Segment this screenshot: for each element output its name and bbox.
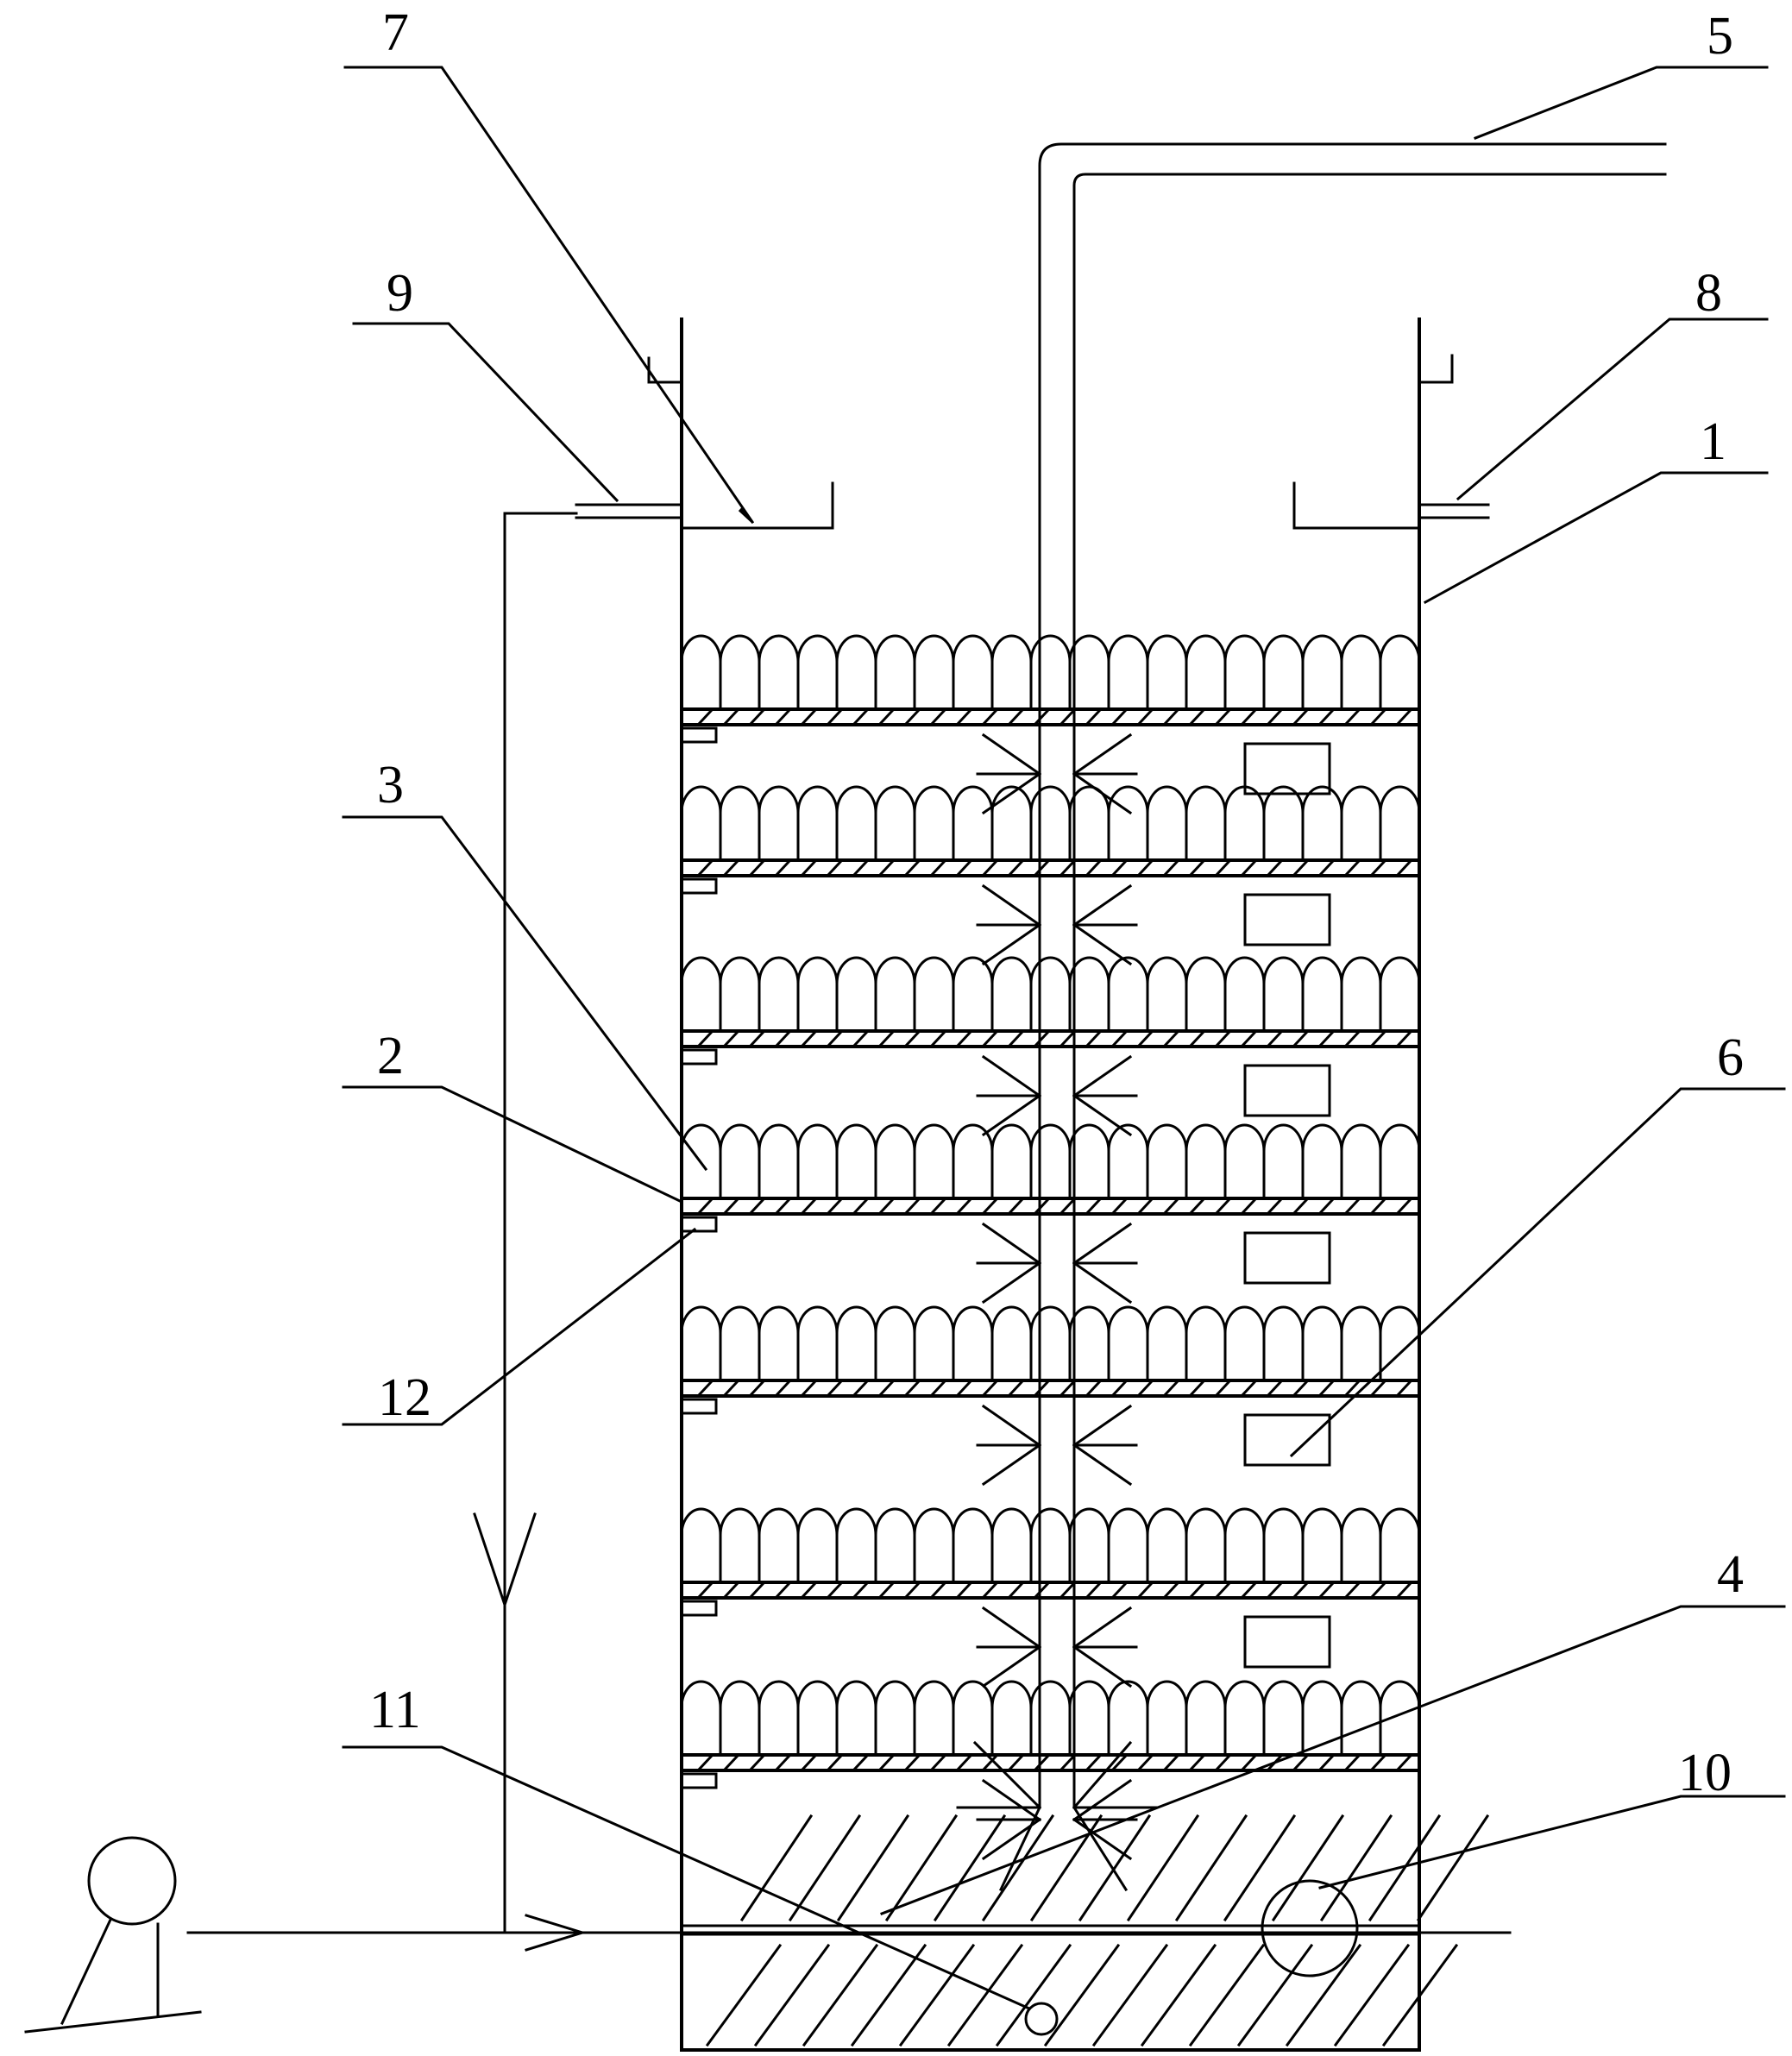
- diffuser-arm: [1072, 1606, 1133, 1650]
- main-inlet-line: [186, 1914, 1512, 1952]
- diffuser-arm: [1072, 1222, 1133, 1266]
- filling-media-arches: [680, 785, 1421, 862]
- diffuser-arm: [981, 922, 1042, 966]
- diffuser-arm: [1072, 922, 1133, 966]
- basket: [1243, 893, 1331, 946]
- support-plate-hatch: [696, 1030, 1412, 1048]
- filling-media-arches: [680, 634, 1421, 711]
- filling-media-arches: [680, 1507, 1421, 1584]
- diffuser-arm: [1072, 883, 1133, 927]
- reflux-pipe: [473, 512, 578, 1934]
- plate-bracket: [680, 1600, 718, 1617]
- media-layers: [680, 634, 1421, 1892]
- diffuser-arm: [1072, 1443, 1133, 1487]
- basket: [1243, 1064, 1331, 1117]
- plate-bracket: [680, 726, 718, 744]
- plate-bracket: [680, 877, 718, 895]
- diffuser-arm: [981, 1054, 1042, 1098]
- label-8: 8: [1695, 264, 1722, 323]
- diffuser-arm: [1072, 1093, 1133, 1137]
- media-layer: [680, 1680, 1421, 1861]
- media-layer: [680, 1305, 1421, 1487]
- label-1: 1: [1700, 412, 1726, 471]
- label-7: 7: [382, 3, 409, 62]
- label-4: 4: [1717, 1545, 1744, 1604]
- bottom-zone: [680, 1814, 1490, 2047]
- label-2: 2: [377, 1027, 404, 1085]
- mud-outlet-large: [1261, 1879, 1359, 1977]
- label-10: 10: [1678, 1744, 1732, 1802]
- support-plate-hatch: [696, 859, 1412, 877]
- diffuser-arm: [981, 1443, 1042, 1487]
- media-layer: [680, 785, 1421, 966]
- bottom-diffuser-arm: [1072, 1805, 1129, 1892]
- filling-media-arches: [680, 1123, 1421, 1200]
- media-layer: [680, 1507, 1421, 1688]
- diffuser-arm: [1072, 1817, 1133, 1861]
- diffuser: [976, 883, 1138, 966]
- media-layer: [680, 956, 1421, 1137]
- outlet-pipe-left: [575, 503, 683, 519]
- support-plate-hatch: [696, 1581, 1412, 1600]
- basket: [1243, 1231, 1331, 1285]
- diffuser-arm: [1072, 1261, 1133, 1305]
- diffuser-arm: [981, 732, 1042, 777]
- plate-bracket: [680, 1772, 718, 1789]
- diffuser-arm: [981, 1093, 1042, 1137]
- label-11: 11: [369, 1681, 421, 1739]
- diffuser-arm: [981, 1404, 1042, 1448]
- diffuser-arm: [981, 1606, 1042, 1650]
- diffuser-arm: [981, 883, 1042, 927]
- diffuser: [976, 1054, 1138, 1137]
- label-5: 5: [1707, 7, 1733, 66]
- diffuser-arm: [1072, 1644, 1133, 1688]
- diffuser-arm: [981, 1778, 1042, 1822]
- basket: [1243, 1615, 1331, 1669]
- label-3: 3: [377, 756, 404, 814]
- bottom-diffuser-arm: [1072, 1740, 1133, 1810]
- sludge-hatching: [705, 1814, 1490, 2047]
- drain-pipe-small: [1024, 2002, 1059, 2036]
- outlet-pipe-right: [1418, 503, 1490, 519]
- filling-media-arches: [680, 956, 1421, 1033]
- filling-media-arches: [680, 1680, 1421, 1757]
- diffuser-arm: [1072, 1404, 1133, 1448]
- diffuser-arm: [1072, 1054, 1133, 1098]
- air-inlet-pipe: [1038, 142, 1667, 1809]
- tank-body: [647, 318, 1454, 2052]
- diffuser: [976, 1404, 1138, 1487]
- filling-media-arches: [680, 1305, 1421, 1382]
- support-plate-hatch: [696, 1198, 1412, 1216]
- support-plate-hatch: [696, 1380, 1412, 1398]
- media-layer: [680, 1123, 1421, 1305]
- plate-bracket: [680, 1216, 718, 1233]
- part-labels: 7 5 9 8 1 3 2 6 12 4 11 10: [369, 3, 1744, 1802]
- basket: [1243, 742, 1331, 795]
- plate-bracket: [680, 1048, 718, 1066]
- bottom-diffuser-arm: [972, 1740, 1042, 1810]
- support-plate-hatch: [696, 708, 1412, 726]
- basket: [1243, 1413, 1331, 1467]
- diffuser: [976, 732, 1138, 815]
- leader-lines: [342, 66, 1786, 2010]
- label-9: 9: [387, 264, 413, 323]
- diffuser-arm: [981, 1222, 1042, 1266]
- bottom-diffuser-arm: [999, 1806, 1041, 1891]
- diffuser-arm: [1072, 1778, 1133, 1822]
- overflow-weirs: [680, 481, 1421, 530]
- diffuser-arm: [981, 1644, 1042, 1688]
- bottom-diffuser: [956, 1740, 1158, 1892]
- support-plate-hatch: [696, 1754, 1412, 1772]
- label-12: 12: [378, 1368, 431, 1427]
- label-6: 6: [1717, 1028, 1744, 1087]
- diffuser-arm: [981, 1261, 1042, 1305]
- blower: [24, 1836, 202, 2034]
- diffuser: [976, 1222, 1138, 1305]
- plate-bracket: [680, 1398, 718, 1415]
- diffuser: [976, 1606, 1138, 1688]
- diffuser-arm: [1072, 732, 1133, 777]
